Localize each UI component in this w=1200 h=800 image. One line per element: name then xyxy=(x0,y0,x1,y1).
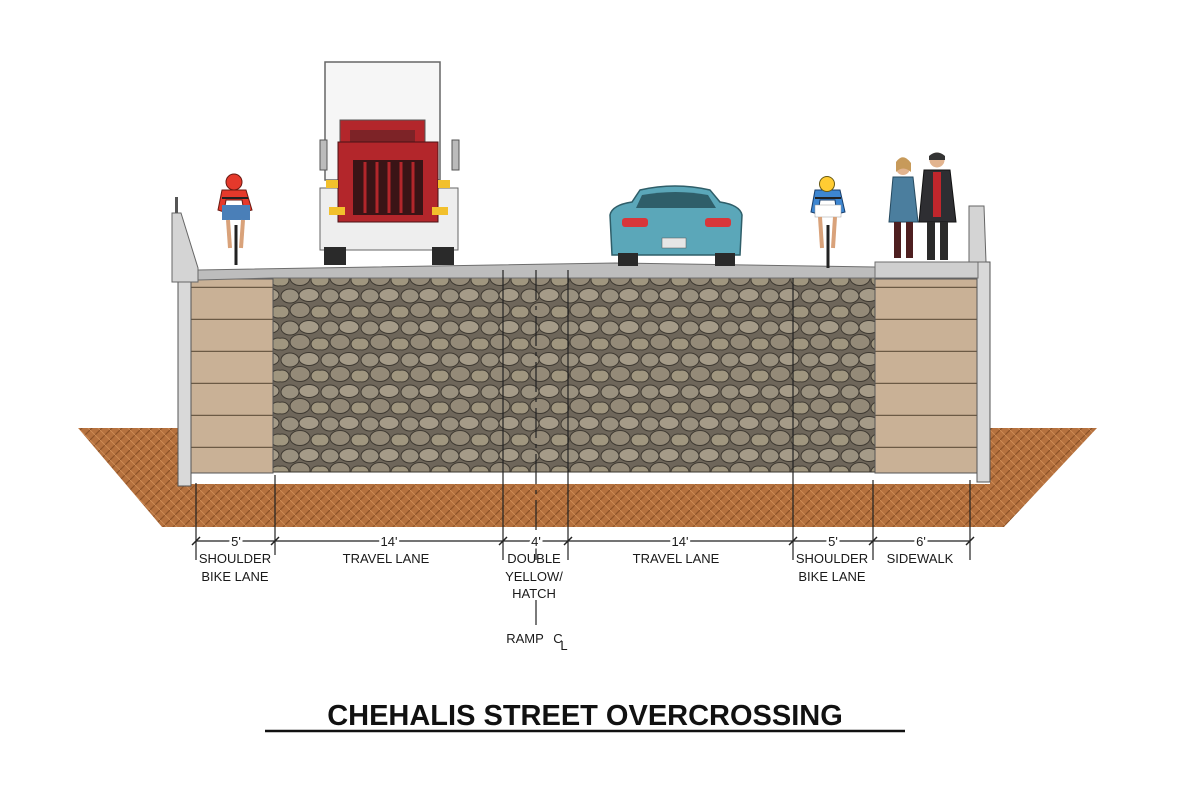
label-double-yellow-1: DOUBLE xyxy=(507,551,561,566)
label-travel-right: TRAVEL LANE xyxy=(633,551,720,566)
car xyxy=(609,185,743,266)
dimension-ticks xyxy=(191,536,975,546)
cyclist-right xyxy=(810,176,846,268)
ramp-label: RAMP xyxy=(506,631,544,646)
left-abutment xyxy=(187,278,274,474)
label-shoulder-left-2: BIKE LANE xyxy=(201,569,269,584)
label-sidewalk: SIDEWALK xyxy=(887,551,954,566)
soil-embankment xyxy=(78,428,1097,527)
diagram-title: CHEHALIS STREET OVERCROSSING xyxy=(327,700,843,732)
right-barrier xyxy=(968,205,987,263)
label-shoulder-right-2: BIKE LANE xyxy=(798,569,866,584)
ramp-centerline-label: RAMP C L xyxy=(506,631,567,653)
width-travel-right: 14' xyxy=(672,534,689,549)
centerline-symbol-sub: L xyxy=(560,638,567,653)
right-abutment-post xyxy=(976,261,991,483)
label-shoulder-left-1: SHOULDER xyxy=(199,551,271,566)
label-shoulder-right-1: SHOULDER xyxy=(796,551,868,566)
cyclist-left xyxy=(217,173,253,265)
width-sidewalk: 6' xyxy=(916,534,926,549)
pedestrian-woman xyxy=(888,157,919,258)
stone-retaining-wall xyxy=(272,272,876,473)
truck xyxy=(319,61,460,265)
label-double-yellow-2: YELLOW/ xyxy=(505,569,563,584)
width-travel-left: 14' xyxy=(381,534,398,549)
centerline-symbol: C xyxy=(553,631,562,646)
segment-labels: SHOULDER BIKE LANE TRAVEL LANE DOUBLE YE… xyxy=(199,551,954,601)
sidewalk-slab xyxy=(874,261,979,279)
label-travel-left: TRAVEL LANE xyxy=(343,551,430,566)
label-double-yellow-3: HATCH xyxy=(512,586,556,601)
width-double-yellow: 4' xyxy=(531,534,541,549)
left-abutment-post xyxy=(177,280,192,487)
right-abutment xyxy=(874,278,979,474)
segment-widths: 5' 14' 4' 14' 5' 6' xyxy=(229,532,929,552)
left-barrier-post xyxy=(175,197,178,213)
width-shoulder-left: 5' xyxy=(231,534,241,549)
width-shoulder-right: 5' xyxy=(828,534,838,549)
left-barrier xyxy=(171,212,199,283)
pedestrian-man xyxy=(918,152,957,260)
